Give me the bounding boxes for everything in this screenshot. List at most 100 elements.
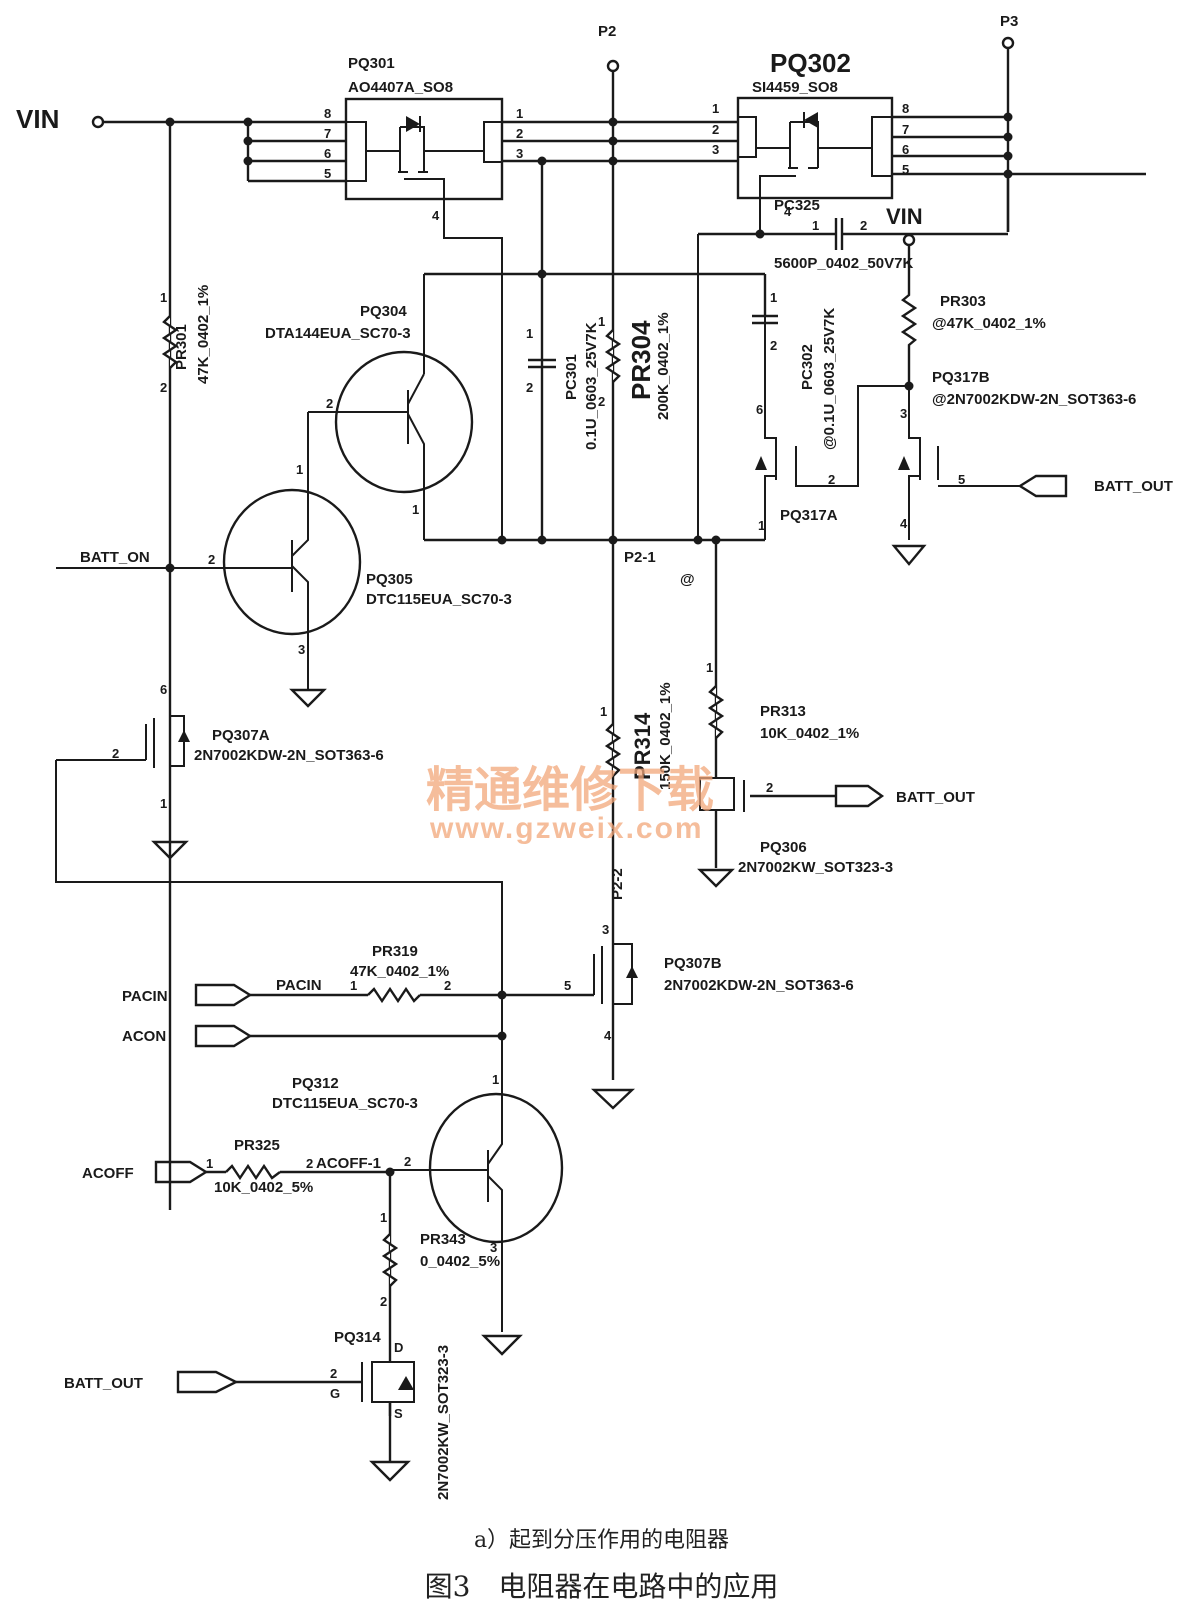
pin-label: 3 [490,1240,497,1255]
pr314-ref: PR314 [630,712,655,780]
pq302-value: SI4459_SO8 [752,79,838,96]
pr343-ref: PR343 [420,1231,466,1248]
p3-label: P3 [1000,13,1018,30]
pq307b-mosfet: 3 5 4 PQ307B 2N7002KDW-2N_SOT363-6 [564,922,854,1110]
pin-label: 2 [770,338,777,353]
pin-label: 2 [598,394,605,409]
pr313-ref: PR313 [760,703,806,720]
pr313-resistor: 1 PR313 10K_0402_1% [706,540,859,868]
junction [537,535,547,545]
at-mark: @ [680,571,695,588]
pr325-resistor: 1 PR325 10K_0402_5% 2 ACOFF-1 [206,1137,395,1196]
pq301-ref: PQ301 [348,55,395,72]
junction [497,990,507,1000]
pc302-capacitor: 1 2 PC302 @0.1U_0603_25V7K [752,274,838,450]
arrow-icon [626,966,638,978]
ground-icon [891,544,927,566]
pr301-value: 47K_0402_1% [195,285,212,384]
mosfet-body [699,777,735,811]
p2-label: P2 [598,23,616,40]
resistor-zigzag [161,315,179,369]
pin-block [483,121,503,163]
pr304-value: 200K_0402_1% [655,312,672,420]
junction [165,563,175,573]
pr303-resistor: PR303 @47K_0402_1% [900,245,1046,391]
acoff-port[interactable]: ACOFF [82,1160,209,1184]
junction [537,269,547,279]
pr325-ref: PR325 [234,1137,280,1154]
acon-port[interactable]: ACON [122,1024,253,1048]
pin-label: 5 [958,472,965,487]
batt-out-port-1[interactable]: BATT_OUT [1017,474,1173,498]
pq306-ref: PQ306 [760,839,807,856]
pin-label: G [330,1386,340,1401]
mosfet-symbol [756,121,872,169]
pr314-value: 150K_0402_1% [657,682,674,790]
body-diode-icon [804,112,818,128]
resistor-zigzag [367,986,421,1004]
junction [1003,112,1013,122]
pq314-mosfet: PQ314 D 2 G S 2N7002KW_SOT323-3 [236,1329,452,1500]
pr314-resistor: 1 PR314 150K_0402_1% P2-2 [600,682,674,900]
pq305-transistor: BATT_ON 2 3 PQ305 DTC115EUA_SC70-3 [56,478,512,708]
pq317b-ref: PQ317B [932,369,990,386]
pr301-ref: PR301 [173,324,190,370]
pin-label: 7 [324,126,331,141]
vin2-label: VIN [886,204,923,229]
ground-icon [369,1460,411,1482]
mosfet-symbol [366,126,484,173]
pin-label: 1 [770,290,777,305]
pin-label: D [394,1340,403,1355]
pin-label: 2 [306,1156,313,1171]
arrow-icon [755,456,767,470]
vin2-terminal [902,233,916,247]
subfigure-caption: a）起到分压作用的电阻器 [473,1528,730,1553]
pin-label: 4 [604,1028,612,1043]
pq301-value: AO4407A_SO8 [348,79,453,96]
pc301-value: 0.1U_0603_25V7K [583,322,600,450]
pq312-transistor: PQ312 DTC115EUA_SC70-3 1 2 3 PR343 0_040… [272,1072,564,1356]
pacin-port[interactable]: PACIN [122,983,253,1007]
pin-label: 3 [602,922,609,937]
port-arrow-icon [194,1024,253,1048]
pin-label: 1 [350,978,357,993]
pr304-ref: PR304 [626,320,656,400]
batt-out-port-3[interactable]: BATT_OUT [64,1370,239,1394]
batt-out-label: BATT_OUT [896,789,975,806]
gate-wire [404,178,503,540]
pin-label: 5 [902,162,909,177]
pq307b-ref: PQ307B [664,955,722,972]
resistor-zigzag [707,685,725,739]
pin-label: 7 [902,122,909,137]
pin-label: 3 [712,142,719,157]
pq312-value: DTC115EUA_SC70-3 [272,1095,418,1112]
transistor-body [334,350,474,494]
port-arrow-icon [194,983,253,1007]
ground-icon [289,688,327,708]
pacin-net-label: PACIN [276,977,322,994]
watermark-url: www.gzweix.com [429,812,704,845]
pin-label: 2 [516,126,523,141]
pin-label: 1 [712,101,719,116]
vin-terminal [91,115,105,129]
pq302-mosfet: PQ302 SI4459_SO8 1 2 3 8 7 6 5 4 [712,48,909,234]
transistor-symbol [390,1120,503,1332]
junction [1003,132,1013,142]
pin-label: 2 [112,746,119,761]
pq317b-value: @2N7002KDW-2N_SOT363-6 [932,391,1136,408]
pq307a-ref: PQ307A [212,727,270,744]
pin-label: 2 [860,218,867,233]
pin-label: 3 [900,406,907,421]
resistor-zigzag [604,329,622,383]
pin-label: 1 [758,518,765,533]
batt-out-port-2[interactable]: BATT_OUT [834,784,975,808]
vin-label: VIN [16,104,59,134]
pq305-value: DTC115EUA_SC70-3 [366,591,512,608]
acon-port-label: ACON [122,1028,166,1045]
mosfet-symbol [908,386,1020,540]
acoff-port-label: ACOFF [82,1165,134,1182]
pc301-ref: PC301 [563,354,580,400]
acoff-1-label: ACOFF-1 [316,1155,381,1172]
transistor-body [222,488,362,636]
pin-label: 4 [432,208,440,223]
